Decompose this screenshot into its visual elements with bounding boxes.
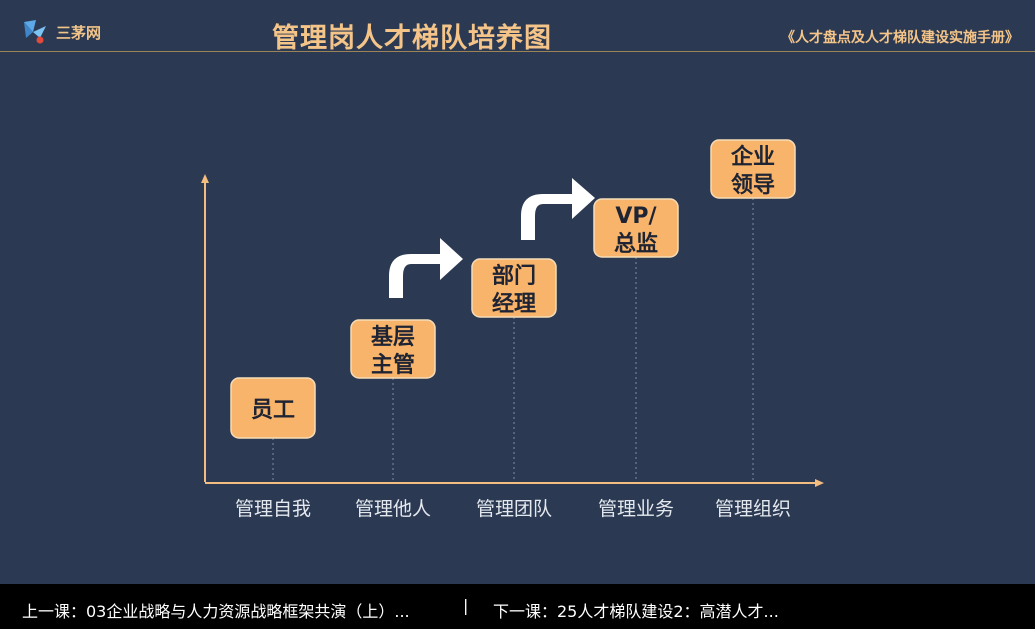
stage-box-label: 企业 (730, 144, 775, 170)
logo: 三茅网 (20, 18, 101, 46)
page-title: 管理岗人才梯队培养图 (272, 23, 552, 54)
y-axis-arrowhead (201, 174, 209, 183)
promotion-arrow-2 (521, 178, 595, 240)
x-axis-arrowhead (815, 479, 824, 487)
stage-box-label: 经理 (492, 291, 536, 317)
stage-box-label: 领导 (731, 172, 775, 198)
stage-box-label: 员工 (251, 398, 295, 423)
stage-box (593, 198, 679, 258)
axis-category-label: 管理自我 (235, 498, 311, 520)
stage-box-label: 部门 (492, 263, 536, 289)
stage-box-label: 主管 (371, 352, 415, 378)
progression-arrows (389, 178, 595, 298)
stage-box-label: 总监 (614, 231, 658, 257)
stage-box (230, 377, 316, 439)
stage-box-label: VP/ (615, 204, 657, 229)
next-lesson-link[interactable]: 下一课：25人才梯队建设2：高潜人才... (493, 602, 779, 621)
header: 三茅网 管理岗人才梯队培养图 《人才盘点及人才梯队建设实施手册》 (0, 0, 1035, 54)
logo-icon (24, 20, 46, 44)
source-reference: 《人才盘点及人才梯队建设实施手册》 (781, 30, 1019, 46)
stage-box (710, 139, 796, 199)
axis-category-label: 管理他人 (355, 498, 431, 520)
stage-box (350, 319, 436, 379)
stage-box-label: 基层 (371, 325, 415, 350)
footer-separator: | (463, 596, 469, 615)
previous-lesson-link[interactable]: 上一课：03企业战略与人力资源战略框架共演（上）... (22, 602, 410, 621)
axis-category-label: 管理组织 (715, 498, 791, 520)
axis-category-label: 管理团队 (476, 498, 552, 520)
promotion-arrow-1 (389, 238, 463, 298)
header-divider (0, 51, 1035, 52)
logo-text: 三茅网 (56, 23, 102, 42)
footer-bar: 上一课：03企业战略与人力资源战略框架共演（上）... | 下一课：25人才梯队… (0, 584, 1035, 629)
stage-box (471, 258, 557, 318)
axis-category-label: 管理业务 (598, 498, 674, 520)
axes (201, 174, 824, 487)
